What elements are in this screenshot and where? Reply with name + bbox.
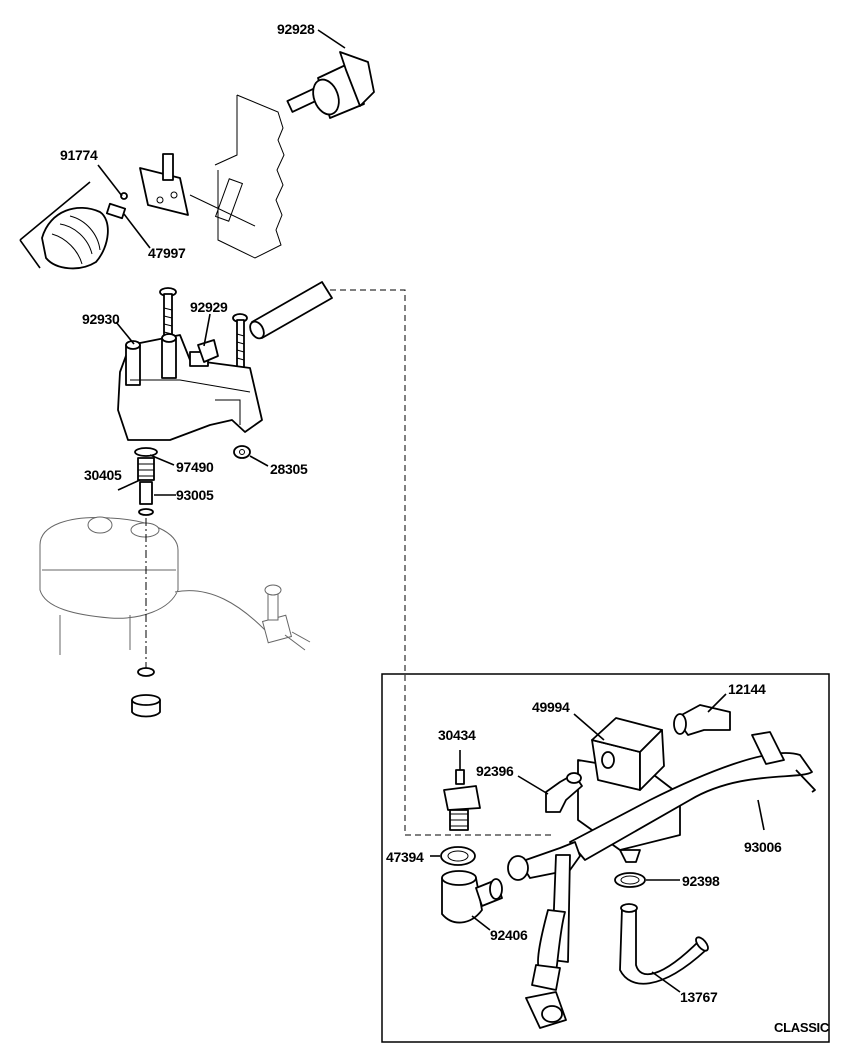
elbow-12144 (673, 704, 731, 736)
connection-dashed-line (330, 289, 555, 836)
hose-lower (525, 909, 567, 1029)
washer-47394 (440, 846, 476, 866)
fitting-stack (134, 447, 158, 516)
inset-label-classic: CLASSIC (774, 1020, 830, 1035)
tube-93006 (569, 731, 816, 861)
label-12144: 12144 (728, 681, 766, 697)
sensor-30434 (443, 769, 481, 831)
part-labels: 92928 91774 47997 92930 92929 97490 2830… (60, 21, 830, 1035)
valve-block-92930 (117, 333, 263, 441)
label-49994: 49994 (532, 699, 570, 715)
label-30405: 30405 (84, 467, 122, 483)
label-28305: 28305 (270, 461, 308, 477)
label-47394: 47394 (386, 849, 424, 865)
clip-92398 (614, 872, 646, 888)
screw-left (159, 287, 177, 345)
label-47997: 47997 (148, 245, 186, 261)
label-92930: 92930 (82, 311, 120, 327)
elbow-92396 (545, 772, 583, 813)
label-97490: 97490 (176, 459, 214, 475)
tube-upper (249, 281, 333, 340)
label-93006: 93006 (744, 839, 782, 855)
label-13767: 13767 (680, 989, 718, 1005)
label-92396: 92396 (476, 763, 514, 779)
boiler-assembly (39, 516, 311, 668)
switch-92928 (286, 51, 375, 119)
hose-13767 (619, 903, 709, 985)
label-93005: 93005 (176, 487, 214, 503)
knob-47997 (19, 181, 128, 270)
elbow-92406 (441, 870, 503, 924)
label-30434: 30434 (438, 727, 476, 743)
label-92398: 92398 (682, 873, 720, 889)
label-92928: 92928 (277, 21, 315, 37)
inset-frame (381, 673, 830, 1043)
label-91774: 91774 (60, 147, 98, 163)
mounting-bracket (139, 153, 189, 216)
label-92929: 92929 (190, 299, 228, 315)
leader-lines (97, 29, 765, 993)
nut-28305 (233, 445, 251, 459)
bottom-cap (131, 667, 161, 718)
label-92406: 92406 (490, 927, 528, 943)
panel-cutaway (189, 94, 285, 259)
